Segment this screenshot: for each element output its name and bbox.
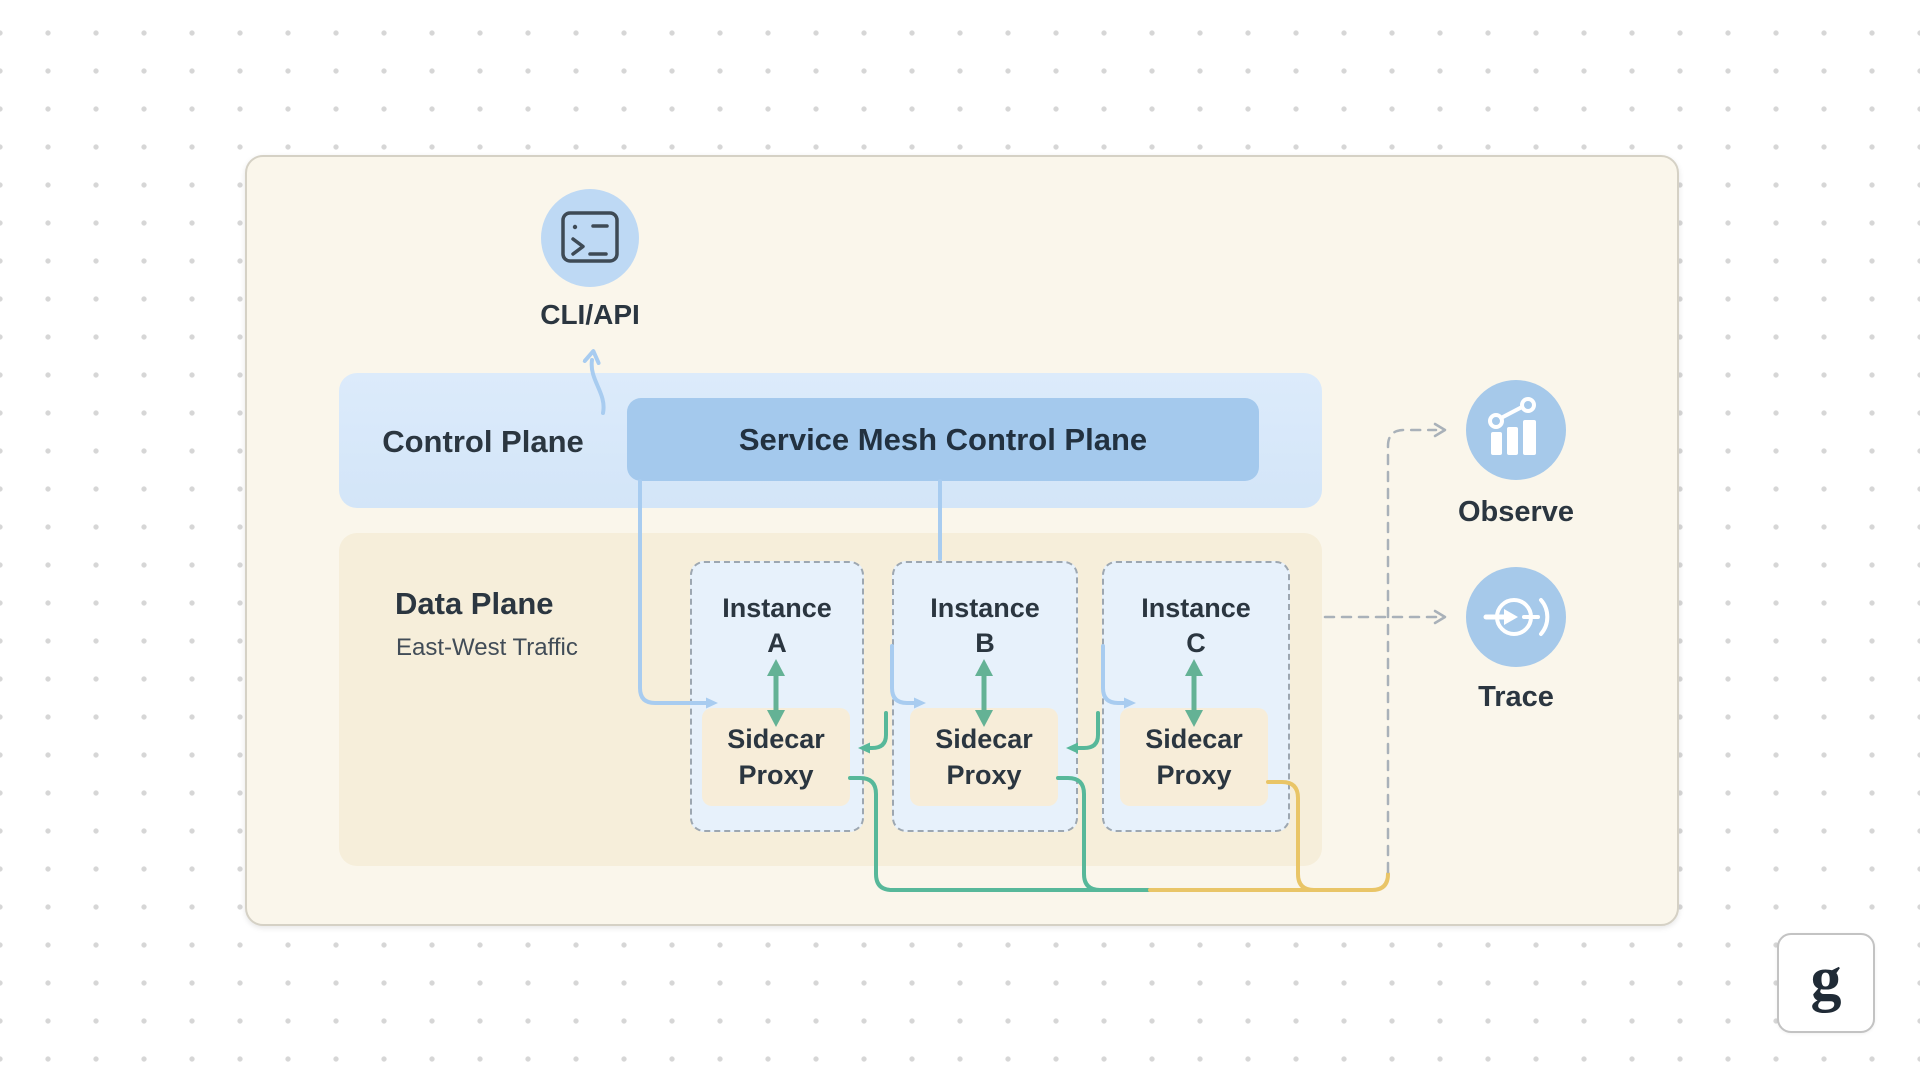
sidecar-c-label: Sidecar bbox=[1145, 724, 1243, 754]
sidecar-b-label: Sidecar bbox=[935, 724, 1033, 754]
control-plane-label: Control Plane bbox=[382, 424, 584, 459]
instance-a-label: Instance A bbox=[722, 593, 832, 658]
data-plane-label: Data Plane bbox=[395, 586, 554, 621]
instance-c-label: Instance C bbox=[1141, 593, 1251, 658]
sidecar-proxy-a-box: Sidecar Proxy bbox=[702, 708, 850, 806]
trace-label: Trace bbox=[1478, 681, 1554, 713]
trace-target-arrow-icon bbox=[1483, 598, 1550, 636]
observe-circle bbox=[1466, 380, 1566, 480]
trace-circle bbox=[1466, 567, 1566, 667]
service-mesh-control-plane-label: Service Mesh Control Plane bbox=[738, 422, 1148, 457]
cli-api-circle bbox=[541, 189, 639, 287]
instance-b-label: Instance B bbox=[930, 593, 1040, 658]
terminal-icon bbox=[561, 211, 619, 263]
sidecar-proxy-c-box: Sidecar Proxy bbox=[1120, 708, 1268, 806]
observe-label: Observe bbox=[1457, 496, 1575, 528]
analytics-bars-icon bbox=[1488, 397, 1536, 455]
service-mesh-control-plane-box bbox=[627, 398, 1259, 481]
cli-api-label: CLI/API bbox=[540, 299, 640, 330]
g-logo-badge: g bbox=[1777, 933, 1875, 1033]
sidecar-proxy-b-box: Sidecar Proxy bbox=[910, 708, 1058, 806]
sidecar-a-label: Sidecar bbox=[727, 724, 825, 754]
g-logo-letter: g bbox=[1810, 945, 1842, 1013]
data-plane-sublabel: East-West Traffic bbox=[396, 634, 578, 661]
